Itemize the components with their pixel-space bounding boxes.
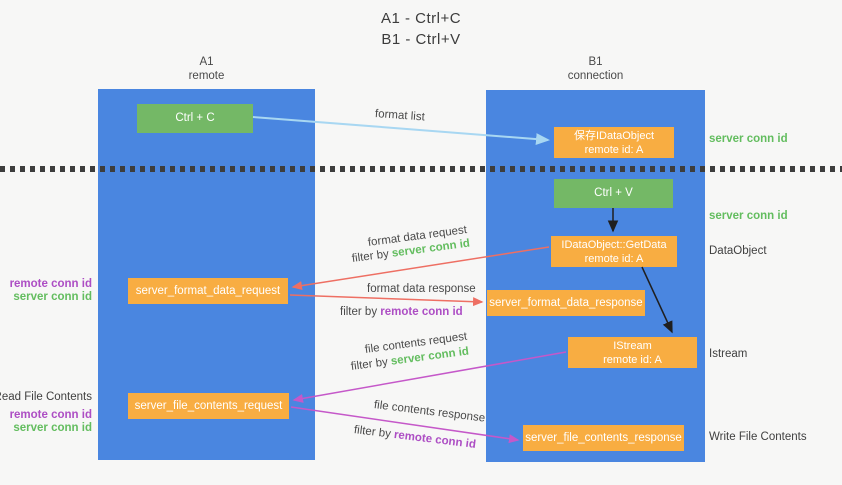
format-data-response-arrow: [289, 294, 484, 307]
column-header-a1: A1 remote: [98, 55, 315, 83]
save-idataobject-remote-id: remote id: A: [584, 144, 644, 156]
istream-remote-id: remote id: A: [603, 354, 662, 366]
filter-by-text: filter by: [353, 424, 392, 441]
remote-conn-id-label-1: remote conn id: [9, 278, 92, 290]
ctrl-c-event-box: Ctrl + C: [137, 104, 253, 133]
filter-by-remote-conn-id-label-1: filter by remote conn id: [340, 306, 463, 318]
write-file-contents-label: Write File Contents: [709, 431, 807, 443]
server-format-data-response-box: server_format_data_response: [487, 290, 645, 316]
format-data-response-arrow-label: format data response: [367, 283, 476, 295]
dataobject-label: DataObject: [709, 245, 767, 257]
phase-divider-dotted-line: [0, 166, 842, 172]
remote-conn-id-label-2: remote conn id: [9, 409, 92, 421]
read-file-contents-label: Read File Contents: [0, 391, 92, 403]
file-contents-response-arrow-label: file contents response: [373, 399, 486, 425]
format-list-arrow-label: format list: [374, 108, 426, 124]
title-line-ctrl-c: A1 - Ctrl+C: [380, 10, 462, 27]
server-conn-id-label-1: server conn id: [709, 133, 788, 145]
remote-conn-id-value: remote conn id: [380, 306, 463, 318]
server-conn-id-label-left-2: server conn id: [13, 422, 92, 434]
server-file-contents-response-box: server_file_contents_response: [523, 425, 684, 451]
column-b1-id: B1: [588, 56, 603, 68]
remote-conn-id-value: remote conn id: [393, 428, 477, 451]
column-header-b1: B1 connection: [486, 55, 705, 83]
istream-label: Istream: [709, 348, 748, 360]
getdata-remote-id: remote id: A: [584, 253, 644, 265]
filter-by-remote-conn-id-label-2: filter by remote conn id: [353, 424, 476, 451]
server-conn-id-label-2: server conn id: [709, 210, 788, 222]
ctrl-v-event-box: Ctrl + V: [554, 179, 673, 208]
idataobject-getdata-box: IDataObject::GetData remote id: A: [551, 236, 677, 267]
title-line-ctrl-v: B1 - Ctrl+V: [381, 31, 461, 48]
save-idataobject-box: 保存IDataObject remote id: A: [554, 127, 674, 158]
filter-by-text: filter by: [351, 248, 390, 265]
server-file-contents-request-box: server_file_contents_request: [128, 393, 289, 419]
column-a1-name: remote: [188, 70, 225, 82]
filter-by-text: filter by: [340, 306, 378, 318]
getdata-title: IDataObject::GetData: [561, 239, 667, 251]
istream-box: IStream remote id: A: [568, 337, 697, 368]
filter-by-text: filter by: [350, 356, 389, 373]
diagram-title: A1 - Ctrl+C B1 - Ctrl+V: [0, 8, 842, 50]
column-b1-name: connection: [567, 70, 624, 82]
save-idataobject-title: 保存IDataObject: [573, 130, 655, 142]
server-format-data-request-box: server_format_data_request: [128, 278, 288, 304]
column-a1-id: A1: [199, 56, 214, 68]
istream-title: IStream: [613, 340, 652, 352]
server-conn-id-label-left-1: server conn id: [13, 291, 92, 303]
